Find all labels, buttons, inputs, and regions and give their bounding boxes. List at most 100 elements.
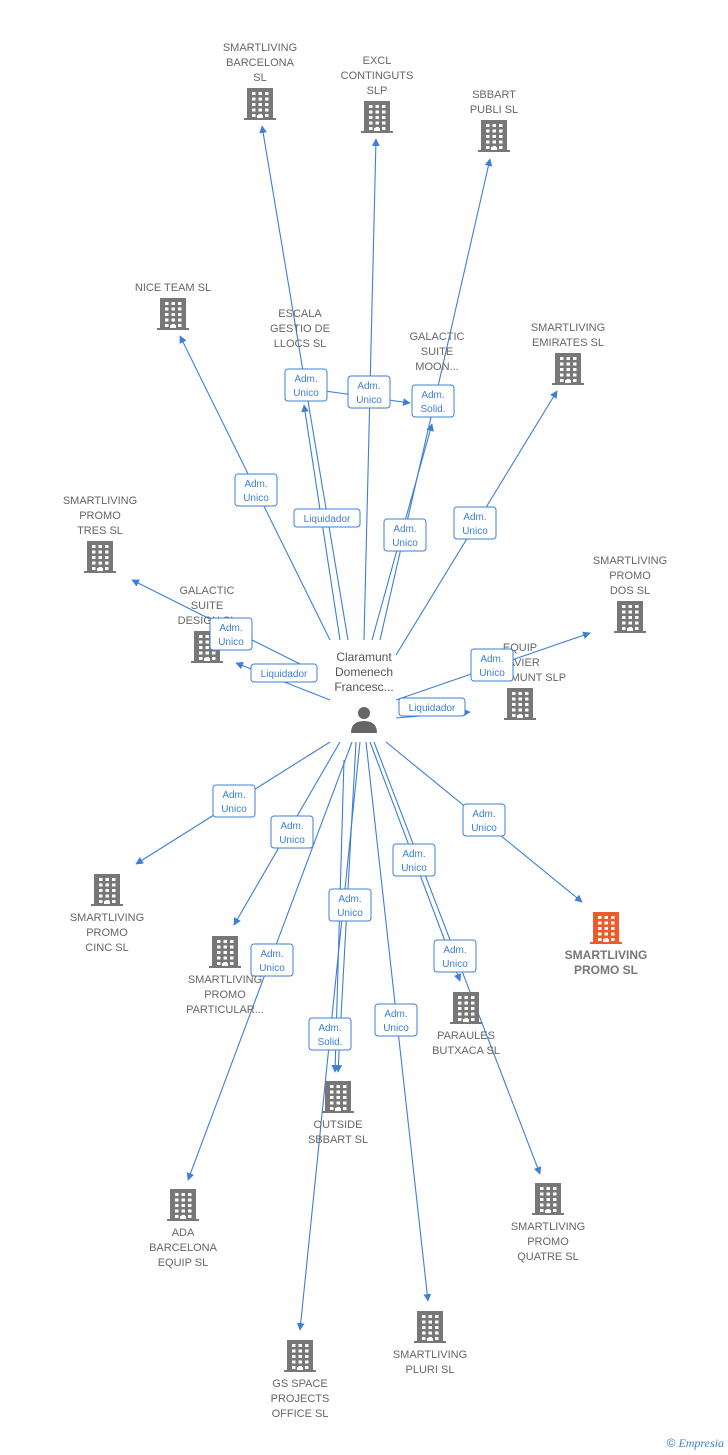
- role-badge[interactable]: Adm.Unico: [234, 473, 278, 507]
- role-label: Unico: [221, 804, 247, 815]
- company-label-line: LLOCS SL: [274, 338, 327, 350]
- company-label-line: OFFICE SL: [272, 1408, 329, 1420]
- company-label-line: PROMO: [79, 510, 121, 522]
- role-label: Solid.: [420, 404, 445, 415]
- company-node-smartliving-emirates[interactable]: SMARTLIVING EMIRATES SL: [531, 322, 605, 385]
- role-badge[interactable]: Adm.Unico: [462, 803, 506, 837]
- role-label: Adm.: [463, 512, 486, 523]
- company-node-smartliving-barcelona[interactable]: SMARTLIVING BARCELONA SL: [223, 42, 297, 120]
- role-badge[interactable]: Adm. Unico: [250, 943, 294, 977]
- building-icon: [590, 912, 622, 944]
- company-label-line: SL: [253, 72, 266, 84]
- person-name-line: Claramunt: [336, 650, 392, 664]
- company-label-line: ADA: [172, 1227, 195, 1239]
- company-label-line: SMARTLIVING: [593, 555, 667, 567]
- role-badge[interactable]: Adm. Unico: [453, 506, 497, 540]
- role-badge[interactable]: Adm.Solid.: [308, 1017, 352, 1051]
- role-badge[interactable]: Adm. Unico: [284, 368, 328, 402]
- role-badge[interactable]: Liquidador: [398, 697, 466, 717]
- role-badge[interactable]: Adm. Unico: [270, 815, 314, 849]
- company-label-line: PROMO: [609, 570, 651, 582]
- company-label-line: NICE TEAM SL: [135, 282, 211, 294]
- role-label: Liquidador: [304, 514, 351, 525]
- role-label: Solid.: [317, 1037, 342, 1048]
- company-label-line: GS SPACE: [272, 1378, 327, 1390]
- role-label: Adm.: [294, 374, 317, 385]
- company-node-nice-team[interactable]: NICE TEAM SL: [135, 282, 211, 330]
- brand-name: Empresia: [678, 1436, 724, 1450]
- company-label-line: SMARTLIVING: [188, 974, 262, 986]
- company-node-gs-space-projects[interactable]: GS SPACE PROJECTS OFFICE SL: [271, 1340, 330, 1420]
- person-node[interactable]: ClaramuntDomenechFrancesc...: [334, 650, 394, 733]
- company-node-smartliving-promo-particular[interactable]: SMARTLIVINGPROMOPARTICULAR...: [186, 936, 264, 1016]
- company-label-line: QUATRE SL: [517, 1251, 579, 1263]
- company-label-line: BARCELONA: [226, 57, 295, 69]
- company-label-line: SMARTLIVING: [565, 948, 648, 962]
- role-label: Unico: [462, 526, 488, 537]
- role-badge[interactable]: Adm.Unico: [392, 843, 436, 877]
- company-label-line: SMARTLIVING: [223, 42, 297, 54]
- role-badge[interactable]: Adm. Unico: [347, 375, 391, 409]
- role-badge[interactable]: Adm.Unico: [374, 1003, 418, 1037]
- role-label: Unico: [471, 823, 497, 834]
- role-label: Unico: [383, 1023, 409, 1034]
- company-label-line: PROMO SL: [574, 963, 638, 977]
- role-badge[interactable]: Adm.Unico: [328, 888, 372, 922]
- role-label: Adm.: [219, 623, 242, 634]
- role-label: Unico: [356, 395, 382, 406]
- role-badge[interactable]: Adm.Unico: [383, 518, 427, 552]
- role-badge[interactable]: Adm. Unico: [212, 784, 256, 818]
- role-label: Adm.: [280, 821, 303, 832]
- company-label-line: OUTSIDE: [314, 1119, 363, 1131]
- footer-brand[interactable]: ©Empresia: [667, 1436, 724, 1451]
- role-badge[interactable]: Adm.Unico: [433, 939, 477, 973]
- role-label: Adm.: [402, 849, 425, 860]
- company-label-line: ESCALA: [278, 308, 322, 320]
- role-label: Adm.: [222, 790, 245, 801]
- company-node-galactic-suite-moon[interactable]: GALACTICSUITEMOON...: [409, 331, 464, 373]
- company-label-line: SUITE: [421, 346, 453, 358]
- company-label-line: PARAULES: [437, 1030, 495, 1042]
- company-node-smartliving-promo-quatre[interactable]: SMARTLIVING PROMO QUATRE SL: [511, 1183, 585, 1263]
- role-label: Adm.: [480, 654, 503, 665]
- role-badge[interactable]: Adm.Unico: [470, 648, 514, 682]
- company-label-line: PROMO: [527, 1236, 569, 1248]
- building-icon: [84, 541, 116, 573]
- company-label-line: PUBLI SL: [470, 104, 518, 116]
- company-node-outside-sbbart[interactable]: OUTSIDE SBBART SL: [308, 1081, 368, 1146]
- company-label-line: EQUIP SL: [158, 1257, 209, 1269]
- company-label-line: EMIRATES SL: [532, 337, 604, 349]
- role-badge[interactable]: Adm. Solid.: [411, 384, 455, 418]
- company-label-line: CONTINGUTS: [341, 70, 414, 82]
- role-badge[interactable]: Adm.Unico: [209, 617, 253, 651]
- role-label: Adm.: [421, 390, 444, 401]
- role-badge[interactable]: Liquidador: [293, 508, 361, 528]
- company-label-line: SBBART SL: [308, 1134, 368, 1146]
- company-label-line: PROMO: [86, 927, 128, 939]
- role-badge[interactable]: Liquidador: [250, 663, 318, 683]
- company-label-line: SMARTLIVING: [531, 322, 605, 334]
- role-label: Adm.: [357, 381, 380, 392]
- role-label: Unico: [279, 835, 305, 846]
- company-label-line: SMARTLIVING: [63, 495, 137, 507]
- role-label: Unico: [259, 963, 285, 974]
- company-label-line: SMARTLIVING: [511, 1221, 585, 1233]
- company-label-line: EXCL: [363, 55, 392, 67]
- person-name-line: Francesc...: [334, 680, 393, 694]
- company-label-line: PROJECTS: [271, 1393, 330, 1405]
- role-label: Unico: [293, 388, 319, 399]
- role-label: Unico: [243, 493, 269, 504]
- edge-labels-layer: Adm.UnicoAdm.UnicoAdm.UnicoAdm.UnicoLiqu…: [209, 368, 514, 1051]
- role-label: Adm.: [260, 949, 283, 960]
